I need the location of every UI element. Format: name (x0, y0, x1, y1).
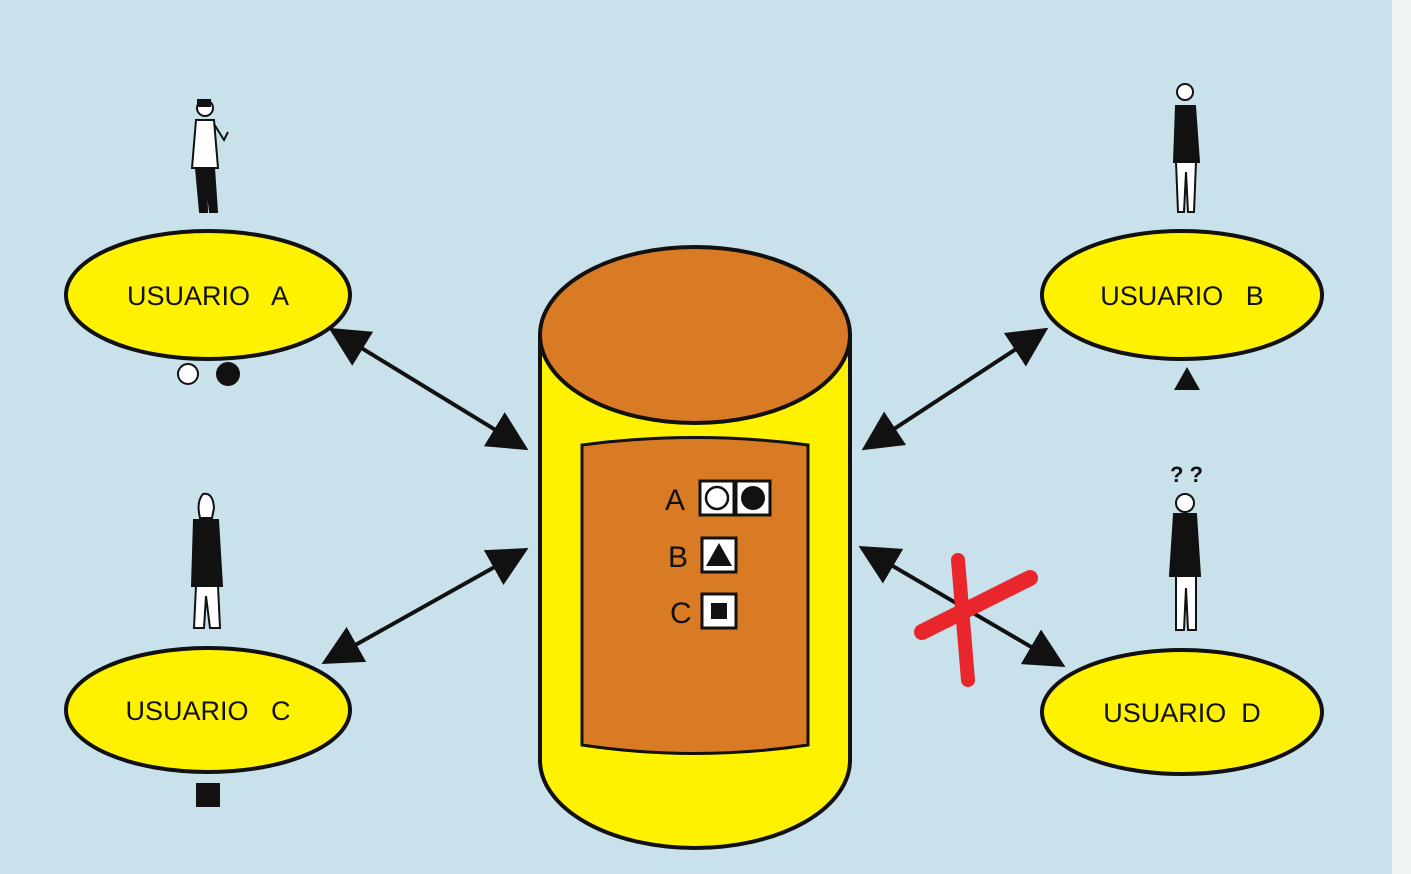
database-cylinder: A B C (540, 247, 850, 848)
cylinder-top (540, 247, 850, 423)
data-panel (582, 438, 808, 754)
filled-circle-icon (741, 486, 765, 510)
filled-square-icon (711, 603, 727, 619)
database-row-a: A (665, 481, 770, 517)
database-row-b: B (668, 538, 736, 574)
filled-circle-icon (216, 362, 240, 386)
open-circle-icon (178, 364, 198, 384)
user-d-label: USUARIO D (1103, 698, 1261, 728)
question-marks: ? ? (1170, 462, 1203, 487)
filled-square-icon (196, 783, 220, 807)
user-c-label: USUARIO C (125, 696, 290, 726)
database-row-c: C (670, 594, 736, 630)
row-label-a: A (665, 484, 685, 517)
page-edge (1392, 0, 1411, 874)
row-label-b: B (668, 541, 688, 574)
row-label-c: C (670, 597, 692, 630)
user-a-label: USUARIO A (127, 281, 289, 311)
user-b-label: USUARIO B (1100, 281, 1264, 311)
